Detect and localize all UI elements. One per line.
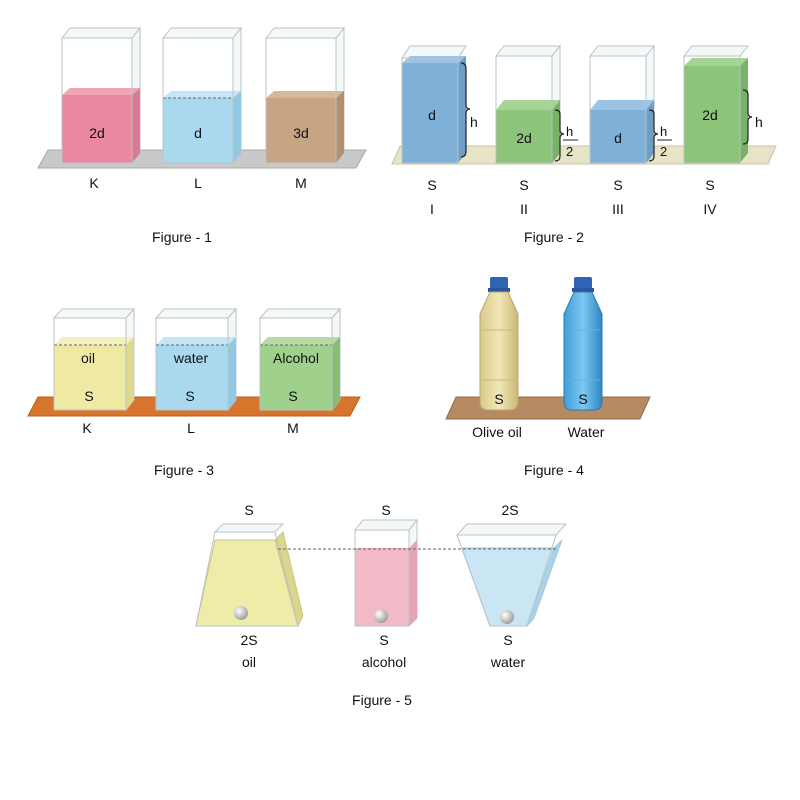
numeral-label: II bbox=[520, 201, 528, 217]
label-m: M bbox=[287, 420, 299, 436]
figure-1: 2d d 3d K L M Figure - 1 bbox=[37, 26, 367, 245]
container-l: water S bbox=[154, 307, 238, 412]
bottom-area-label: S bbox=[379, 632, 388, 648]
area-label: S bbox=[427, 177, 436, 193]
numeral-label: III bbox=[612, 201, 624, 217]
figure-caption: Figure - 5 bbox=[352, 692, 412, 708]
figure-caption: Figure - 3 bbox=[154, 462, 214, 478]
top-area-label: S bbox=[381, 502, 390, 518]
bottom-area-label: 2S bbox=[240, 632, 257, 648]
area-label: S bbox=[84, 388, 93, 404]
alcohol-vessel: S S alcohol bbox=[353, 502, 419, 670]
label-l: L bbox=[194, 175, 202, 191]
area-label: S bbox=[519, 177, 528, 193]
container-l: d bbox=[161, 26, 243, 165]
label-k: K bbox=[89, 175, 99, 191]
height-label: h bbox=[470, 114, 478, 130]
area-label: S bbox=[578, 391, 587, 407]
height-denominator: 2 bbox=[566, 144, 573, 159]
bottle-label: Water bbox=[568, 424, 605, 440]
top-area-label: 2S bbox=[501, 502, 518, 518]
label-l: L bbox=[187, 420, 195, 436]
oil-vessel: S 2S oil bbox=[195, 502, 304, 670]
container-k: oil S bbox=[52, 307, 136, 412]
liquid bbox=[496, 110, 552, 163]
density-label: d bbox=[428, 107, 436, 123]
container-ii: 2d h 2 bbox=[494, 44, 578, 165]
liquid bbox=[402, 63, 458, 163]
liquid bbox=[684, 66, 740, 163]
ball bbox=[234, 606, 248, 620]
liquid-label: oil bbox=[81, 350, 95, 366]
figure-5: S 2S oil S S alcohol 2S S water bbox=[195, 502, 568, 708]
liquid-label: Alcohol bbox=[273, 350, 319, 366]
liquid-label: water bbox=[173, 350, 209, 366]
density-label: d bbox=[614, 130, 622, 146]
bottle-cap bbox=[490, 277, 508, 289]
bottle-label: Olive oil bbox=[472, 424, 522, 440]
container-k: 2d bbox=[60, 26, 142, 165]
figure-caption: Figure - 1 bbox=[152, 229, 212, 245]
numeral-label: IV bbox=[703, 201, 717, 217]
label-k: K bbox=[82, 420, 92, 436]
liquid bbox=[156, 345, 228, 410]
figure-2: d h 2d h 2 d h bbox=[391, 44, 777, 245]
area-label: S bbox=[705, 177, 714, 193]
bottle-cap bbox=[574, 277, 592, 289]
liquid bbox=[266, 98, 336, 163]
density-label: 2d bbox=[89, 125, 105, 141]
figure-3: oil S water S Alcohol S K L bbox=[27, 307, 361, 478]
figure-4: S S Olive oil Water Figure - 4 bbox=[445, 277, 651, 478]
figure-caption: Figure - 4 bbox=[524, 462, 584, 478]
liquid-label: alcohol bbox=[362, 654, 406, 670]
label-m: M bbox=[295, 175, 307, 191]
bottom-area-label: S bbox=[503, 632, 512, 648]
liquid-label: water bbox=[490, 654, 526, 670]
container-iv: 2d h bbox=[682, 45, 763, 164]
height-label: h bbox=[755, 114, 763, 130]
shelf bbox=[445, 396, 651, 420]
water-vessel: 2S S water bbox=[455, 502, 568, 670]
height-denominator: 2 bbox=[660, 144, 667, 159]
liquid-label: oil bbox=[242, 654, 256, 670]
area-label: S bbox=[494, 391, 503, 407]
density-label: 2d bbox=[516, 130, 532, 146]
olive-oil-bottle: S bbox=[479, 277, 519, 411]
container-m: Alcohol S bbox=[258, 307, 342, 412]
density-label: 2d bbox=[702, 107, 718, 123]
density-label: 3d bbox=[293, 125, 309, 141]
container-i: d h bbox=[401, 45, 478, 164]
ball bbox=[374, 609, 388, 623]
area-label: S bbox=[613, 177, 622, 193]
liquid bbox=[260, 345, 332, 410]
ball bbox=[500, 610, 514, 624]
density-label: d bbox=[194, 125, 202, 141]
container-iii: d h 2 bbox=[588, 44, 672, 165]
container-m: 3d bbox=[264, 26, 346, 165]
height-numerator: h bbox=[660, 124, 667, 139]
area-label: S bbox=[185, 388, 194, 404]
numeral-label: I bbox=[430, 201, 434, 217]
liquid bbox=[163, 98, 233, 163]
area-label: S bbox=[288, 388, 297, 404]
figure-caption: Figure - 2 bbox=[524, 229, 584, 245]
top-area-label: S bbox=[244, 502, 253, 518]
liquid bbox=[590, 110, 646, 163]
height-numerator: h bbox=[566, 124, 573, 139]
liquid bbox=[54, 345, 126, 410]
water-bottle: S bbox=[563, 277, 603, 411]
liquid bbox=[62, 95, 132, 163]
